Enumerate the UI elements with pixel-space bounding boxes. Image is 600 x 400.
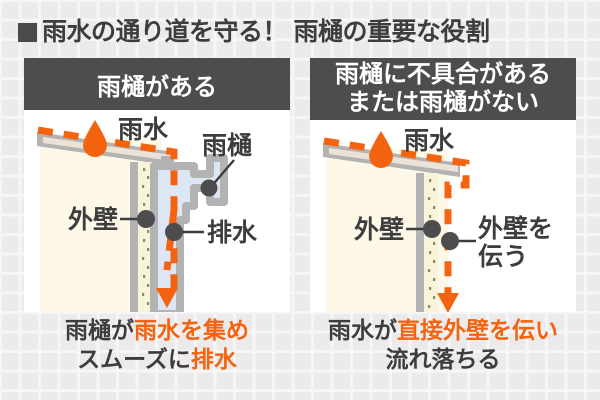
label-drainage: 排水 xyxy=(207,219,258,247)
panel-header-line: または雨樋がない xyxy=(347,89,539,116)
panel-header-without-gutter: 雨樋に不具合がある または雨樋がない xyxy=(310,58,576,120)
marker-dot-drainage xyxy=(165,223,183,241)
caption-seg-highlight: 直接外壁を伝い xyxy=(397,317,558,343)
label-gutter: 雨樋 xyxy=(202,132,252,160)
panel-with-gutter: 雨樋がある xyxy=(24,58,290,312)
label-rainwater: 雨水 xyxy=(404,127,455,155)
marker-dot-gutter xyxy=(200,179,218,197)
diagram-with-gutter: 雨水 雨樋 外壁 排水 xyxy=(37,116,258,312)
caption-seg: 雨水が xyxy=(328,317,397,343)
label-runs-down-wall-2: 伝う xyxy=(478,242,528,271)
caption-seg-highlight: 排水 xyxy=(190,346,237,373)
caption-line-1: 雨樋が雨水を集め xyxy=(24,316,290,345)
panel-body-with-gutter: 雨水 雨樋 外壁 排水 xyxy=(24,110,290,312)
page-title: 雨水の通り道を守る！ 雨樋の重要な役割 xyxy=(18,15,588,49)
label-outer-wall: 外壁 xyxy=(354,215,404,244)
page-title-text: 雨水の通り道を守る！ 雨樋の重要な役割 xyxy=(42,17,490,46)
caption-seg: 流れ落ちる xyxy=(385,346,501,373)
caption-seg-highlight: 雨水を集め xyxy=(134,317,249,343)
outer-wall-strip xyxy=(416,173,438,312)
dashed-flow-arrow-icon xyxy=(323,137,470,312)
panel-header-line: 雨樋に不具合がある xyxy=(335,61,551,89)
square-bullet-icon xyxy=(18,22,37,42)
panel-header-with-gutter: 雨樋がある xyxy=(24,58,290,110)
label-rainwater: 雨水 xyxy=(118,116,169,144)
caption-seg: スムーズに xyxy=(77,346,191,373)
marker-dot-outer-wall xyxy=(137,210,155,228)
panel-header-line: 雨樋がある xyxy=(97,73,217,101)
caption-without-gutter: 雨水が直接外壁を伝い 流れ落ちる xyxy=(310,316,576,375)
label-runs-down-wall: 外壁を xyxy=(478,214,553,243)
caption-with-gutter: 雨樋が雨水を集め スムーズに排水 xyxy=(24,316,290,375)
caption-line-2: スムーズに排水 xyxy=(24,345,290,374)
caption-line-2: 流れ落ちる xyxy=(310,345,576,374)
caption-seg: 雨樋が xyxy=(65,317,134,343)
raindrop-icon xyxy=(83,120,107,157)
panel-body-without-gutter: 雨水 外壁 外壁を 伝う xyxy=(310,120,576,312)
marker-dot-runs-down-wall xyxy=(441,232,459,250)
label-outer-wall: 外壁 xyxy=(68,205,118,234)
diagram-without-gutter: 雨水 外壁 外壁を 伝う xyxy=(323,127,553,312)
raindrop-icon xyxy=(369,131,393,168)
outer-wall-strip xyxy=(130,162,152,312)
panel-without-gutter: 雨樋に不具合がある または雨樋がない xyxy=(310,58,576,312)
caption-line-1: 雨水が直接外壁を伝い xyxy=(310,316,576,345)
marker-dot-outer-wall xyxy=(423,220,441,238)
